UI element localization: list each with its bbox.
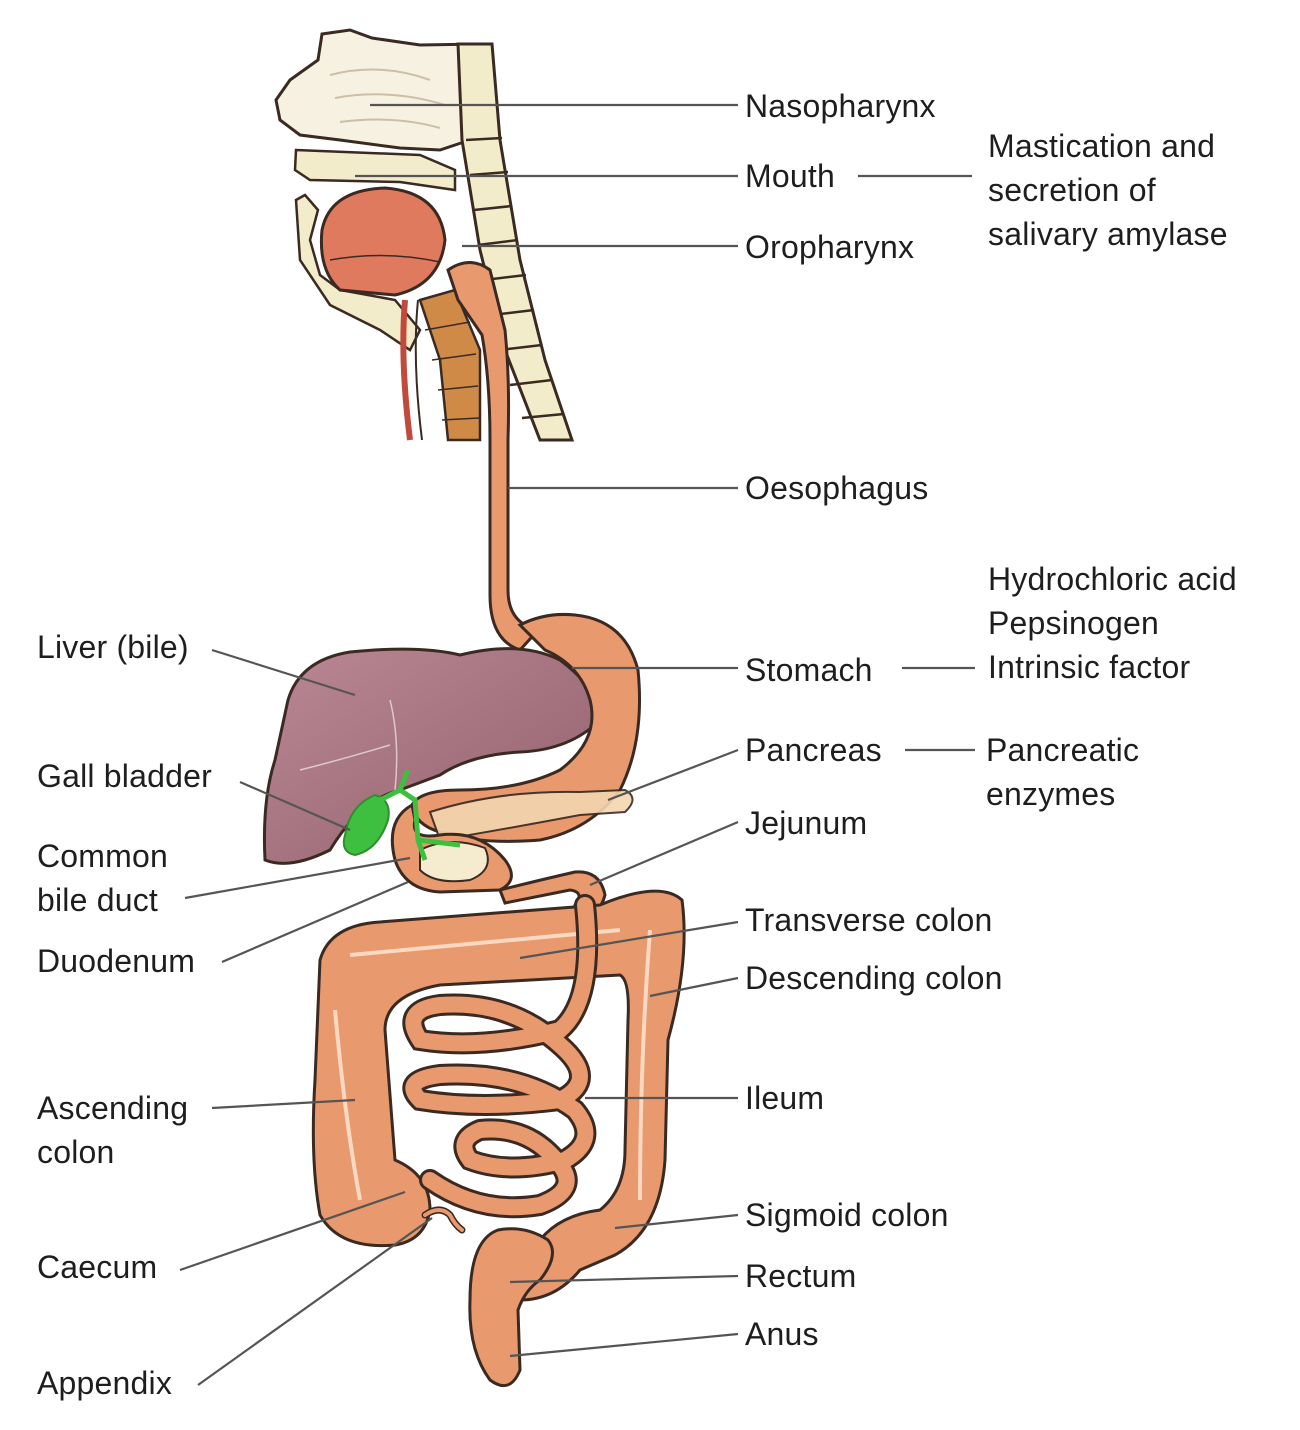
- label-descending-colon: Descending colon: [745, 960, 1003, 996]
- function-mouth-line: salivary amylase: [988, 216, 1228, 252]
- label-ascending-colon: Ascending colon: [37, 1086, 188, 1174]
- label-caecum: Caecum: [37, 1249, 158, 1285]
- rectum-organ: [468, 1227, 554, 1388]
- function-mouth-line: Mastication and: [988, 128, 1216, 164]
- jaw: [294, 193, 422, 352]
- label-common-bile-duct-line: bile duct: [37, 882, 158, 918]
- label-anus: Anus: [745, 1316, 819, 1352]
- function-stomach: Hydrochloric acid Pepsinogen Intrinsic f…: [988, 557, 1237, 689]
- tongue: [319, 186, 447, 297]
- label-liver: Liver (bile): [37, 629, 189, 665]
- label-oropharynx: Oropharynx: [745, 229, 915, 265]
- label-sigmoid-colon: Sigmoid colon: [745, 1197, 949, 1233]
- pancreas-organ: [428, 788, 634, 842]
- label-ileum: Ileum: [745, 1080, 825, 1116]
- palate: [293, 148, 457, 192]
- gall-bladder-organ: [342, 793, 390, 857]
- function-pancreas: Pancreatic enzymes: [986, 728, 1139, 816]
- label-common-bile-duct-line: Common: [37, 838, 169, 874]
- label-pancreas: Pancreas: [745, 732, 882, 768]
- function-stomach-line: Pepsinogen: [988, 605, 1160, 641]
- nasal-cavity: [274, 28, 487, 152]
- label-common-bile-duct: Common bile duct: [37, 834, 168, 922]
- trachea: [400, 288, 482, 442]
- head-section: [274, 28, 487, 352]
- label-jejunum: Jejunum: [745, 805, 868, 841]
- function-stomach-line: Hydrochloric acid: [988, 561, 1237, 597]
- label-mouth: Mouth: [745, 158, 835, 194]
- label-ascending-colon-line: colon: [37, 1134, 115, 1170]
- leader-lines: [179, 103, 975, 1386]
- label-ascending-colon-line: Ascending: [37, 1090, 189, 1126]
- label-nasopharynx: Nasopharynx: [745, 88, 936, 124]
- function-pancreas-line: Pancreatic: [986, 732, 1140, 768]
- spine: [456, 42, 575, 442]
- label-appendix: Appendix: [37, 1365, 173, 1401]
- function-mouth: Mastication and secretion of salivary am…: [988, 124, 1228, 256]
- label-transverse-colon: Transverse colon: [745, 902, 993, 938]
- colon: [311, 889, 686, 1302]
- function-pancreas-line: enzymes: [986, 776, 1116, 812]
- label-rectum: Rectum: [745, 1258, 857, 1294]
- function-mouth-line: secretion of: [988, 172, 1156, 208]
- label-gall-bladder: Gall bladder: [37, 758, 212, 794]
- oesophagus-tube: [446, 261, 543, 652]
- label-duodenum: Duodenum: [37, 943, 196, 979]
- liver-organ: [262, 647, 602, 865]
- function-stomach-line: Intrinsic factor: [988, 649, 1191, 685]
- label-oesophagus: Oesophagus: [745, 470, 929, 506]
- label-stomach: Stomach: [745, 652, 873, 688]
